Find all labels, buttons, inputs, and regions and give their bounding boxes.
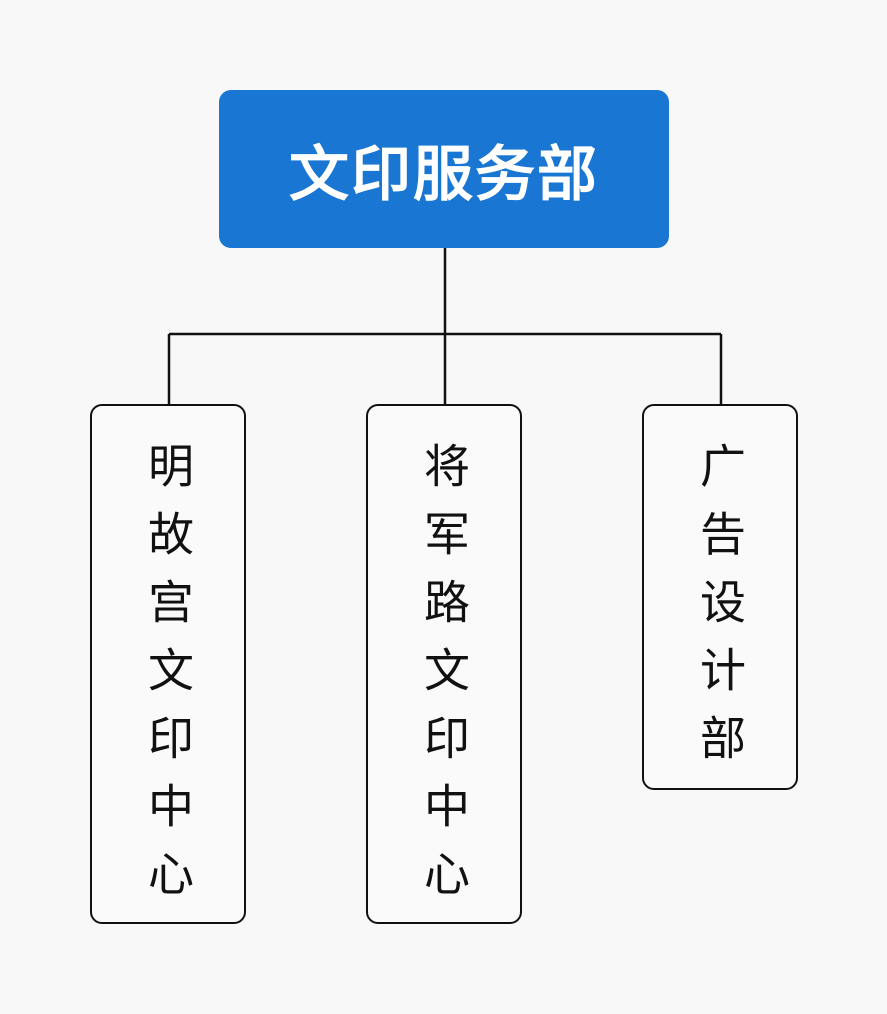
root-node: 文印服务部 — [219, 90, 669, 248]
child-node-label: 将军路文印中心 — [417, 442, 471, 918]
child-node-label: 广告设计部 — [693, 442, 747, 782]
child-node-label: 明故宫文印中心 — [141, 442, 195, 918]
child-node-mingguogong: 明故宫文印中心 — [90, 404, 246, 924]
child-node-jiangjunlu: 将军路文印中心 — [366, 404, 522, 924]
root-node-label: 文印服务部 — [289, 139, 599, 210]
child-node-ad-design: 广告设计部 — [642, 404, 798, 790]
